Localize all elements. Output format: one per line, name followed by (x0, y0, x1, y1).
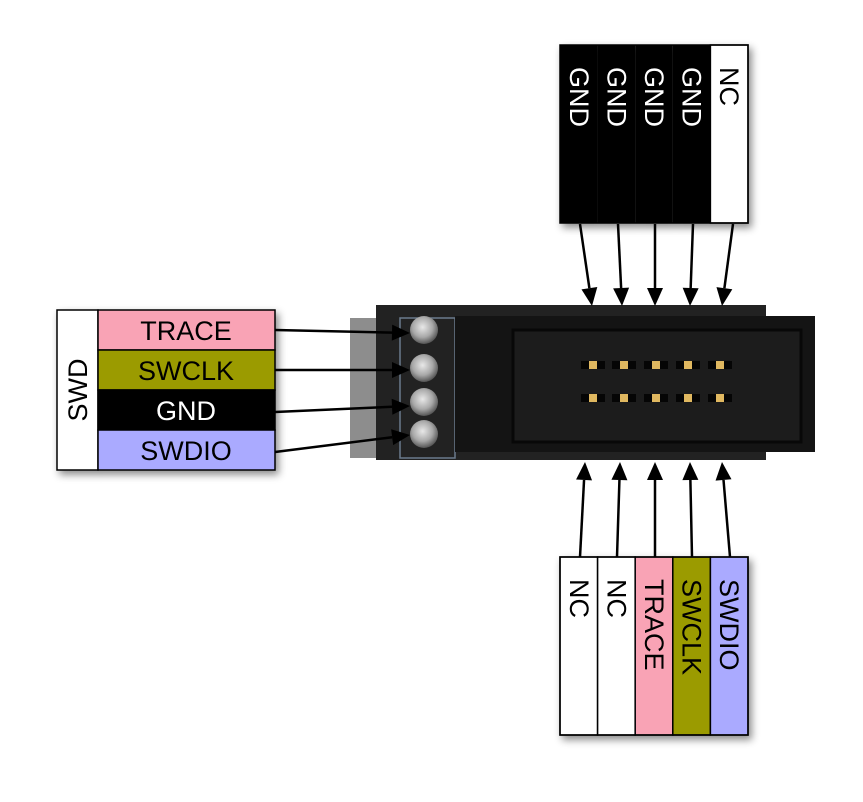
bottom-pin-block (559, 556, 749, 736)
header-pad (410, 354, 438, 382)
column-nc (709, 44, 749, 224)
column-label: GND (677, 67, 707, 127)
gold-pin (684, 361, 692, 369)
swd-row-label: SWDIO (140, 436, 232, 466)
gold-pin (652, 361, 660, 369)
connection-arrow (274, 324, 410, 341)
column-label: SWCLK (677, 579, 707, 675)
block-outline (559, 44, 749, 224)
connection-arrow (578, 223, 598, 306)
gold-pin (589, 394, 597, 402)
gold-pin (620, 361, 628, 369)
gold-pin (684, 394, 692, 402)
swd-group-box (56, 309, 99, 471)
adapter-board (350, 305, 815, 460)
column-label: NC (714, 67, 744, 106)
swd-row-swclk (97, 349, 276, 391)
header-pad (410, 316, 438, 344)
column-label: GND (639, 67, 669, 127)
connection-arrow (274, 398, 410, 415)
gold-pin (620, 394, 628, 402)
connection-arrow (647, 224, 663, 306)
column-nc (596, 556, 636, 736)
swd-pin-block (56, 309, 276, 471)
top-pin-block (559, 44, 749, 224)
connection-arrow (715, 462, 732, 558)
column-label: NC (601, 579, 631, 618)
gold-pin (716, 361, 724, 369)
column-label: SWDIO (714, 579, 744, 671)
connection-arrow (275, 362, 410, 378)
swd-row-label: GND (156, 396, 216, 426)
column-gnd (672, 45, 711, 223)
connection-arrow (274, 429, 410, 454)
connection-arrow (682, 223, 699, 306)
connection-arrow (576, 462, 593, 558)
connector-cavity (511, 328, 803, 444)
swd-row-label: TRACE (140, 316, 232, 346)
connection-arrow (613, 223, 630, 306)
header-pad (410, 388, 438, 416)
gold-pin (716, 394, 724, 402)
column-label: NC (564, 579, 594, 618)
connection-arrow (647, 462, 663, 557)
column-label: GND (601, 67, 631, 127)
column-trace (634, 556, 674, 736)
swd-row-swdio (97, 429, 276, 471)
column-gnd (597, 45, 636, 223)
column-gnd (560, 45, 598, 223)
connection-arrow (716, 223, 735, 306)
column-label: GND (564, 67, 594, 127)
swd-group-label: SWD (63, 359, 93, 422)
gold-pin (589, 361, 597, 369)
column-gnd (635, 45, 673, 223)
gold-pin (652, 394, 660, 402)
column-label: TRACE (639, 579, 669, 671)
connection-arrow (611, 462, 628, 558)
swd-row-gnd (97, 389, 276, 431)
header-pad (410, 420, 438, 448)
connection-arrow (682, 462, 699, 558)
swd-row-label: SWCLK (138, 356, 234, 386)
